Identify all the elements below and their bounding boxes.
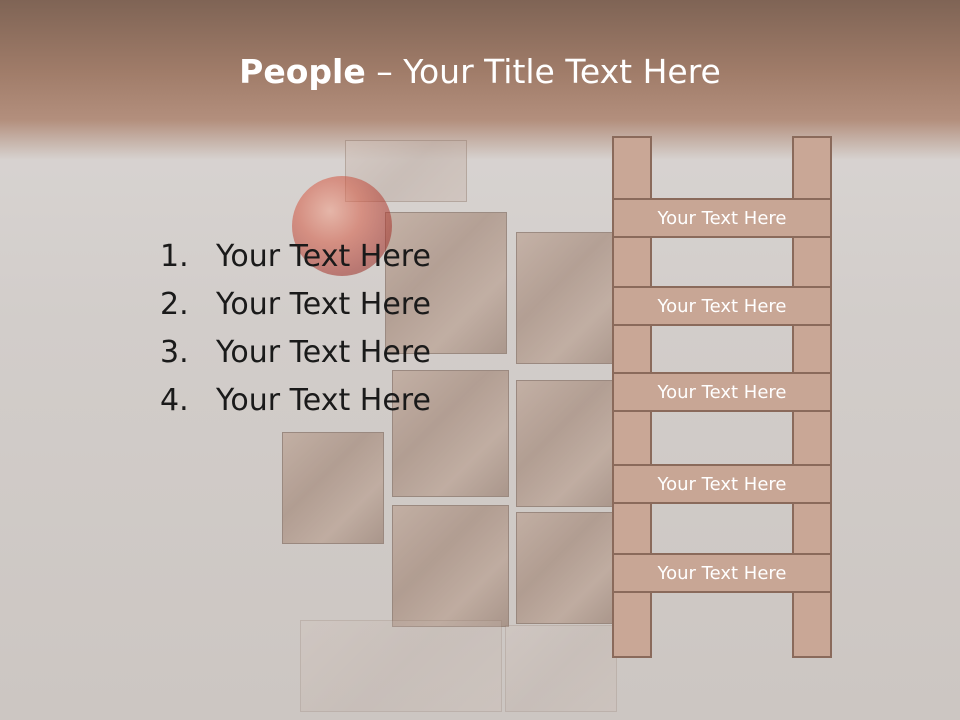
cube-block	[516, 232, 618, 364]
slide-title[interactable]: People – Your Title Text Here	[0, 52, 960, 91]
list-item: 4. Your Text Here	[160, 376, 431, 424]
ladder-rung[interactable]: Your Text Here	[612, 553, 832, 593]
list-number: 3.	[160, 334, 189, 370]
cube-reflection	[300, 620, 502, 712]
ladder-rung[interactable]: Your Text Here	[612, 198, 832, 238]
list-text: Your Text Here	[216, 382, 431, 418]
list-text: Your Text Here	[216, 334, 431, 370]
cube-block	[385, 212, 507, 354]
list-number: 2.	[160, 286, 189, 322]
cube-reflection	[505, 625, 617, 712]
ladder-rung[interactable]: Your Text Here	[612, 286, 832, 326]
list-number: 1.	[160, 238, 189, 274]
title-band	[0, 0, 960, 160]
list-item: 2. Your Text Here	[160, 280, 431, 328]
red-sphere	[292, 176, 392, 276]
list-text: Your Text Here	[216, 238, 431, 274]
title-bold: People	[239, 52, 366, 91]
list-item: 3. Your Text Here	[160, 328, 431, 376]
list-number: 4.	[160, 382, 189, 418]
cube-block	[282, 432, 384, 544]
cube-block	[392, 505, 509, 627]
title-rest: – Your Title Text Here	[365, 52, 721, 91]
list-item: 1. Your Text Here	[160, 232, 431, 280]
cube-block	[392, 370, 509, 497]
cube-block	[516, 512, 618, 624]
list-text: Your Text Here	[216, 286, 431, 322]
numbered-list[interactable]: 1. Your Text Here 2. Your Text Here 3. Y…	[160, 232, 431, 424]
cube-block	[516, 380, 618, 507]
ladder-rung[interactable]: Your Text Here	[612, 372, 832, 412]
ladder-rung[interactable]: Your Text Here	[612, 464, 832, 504]
